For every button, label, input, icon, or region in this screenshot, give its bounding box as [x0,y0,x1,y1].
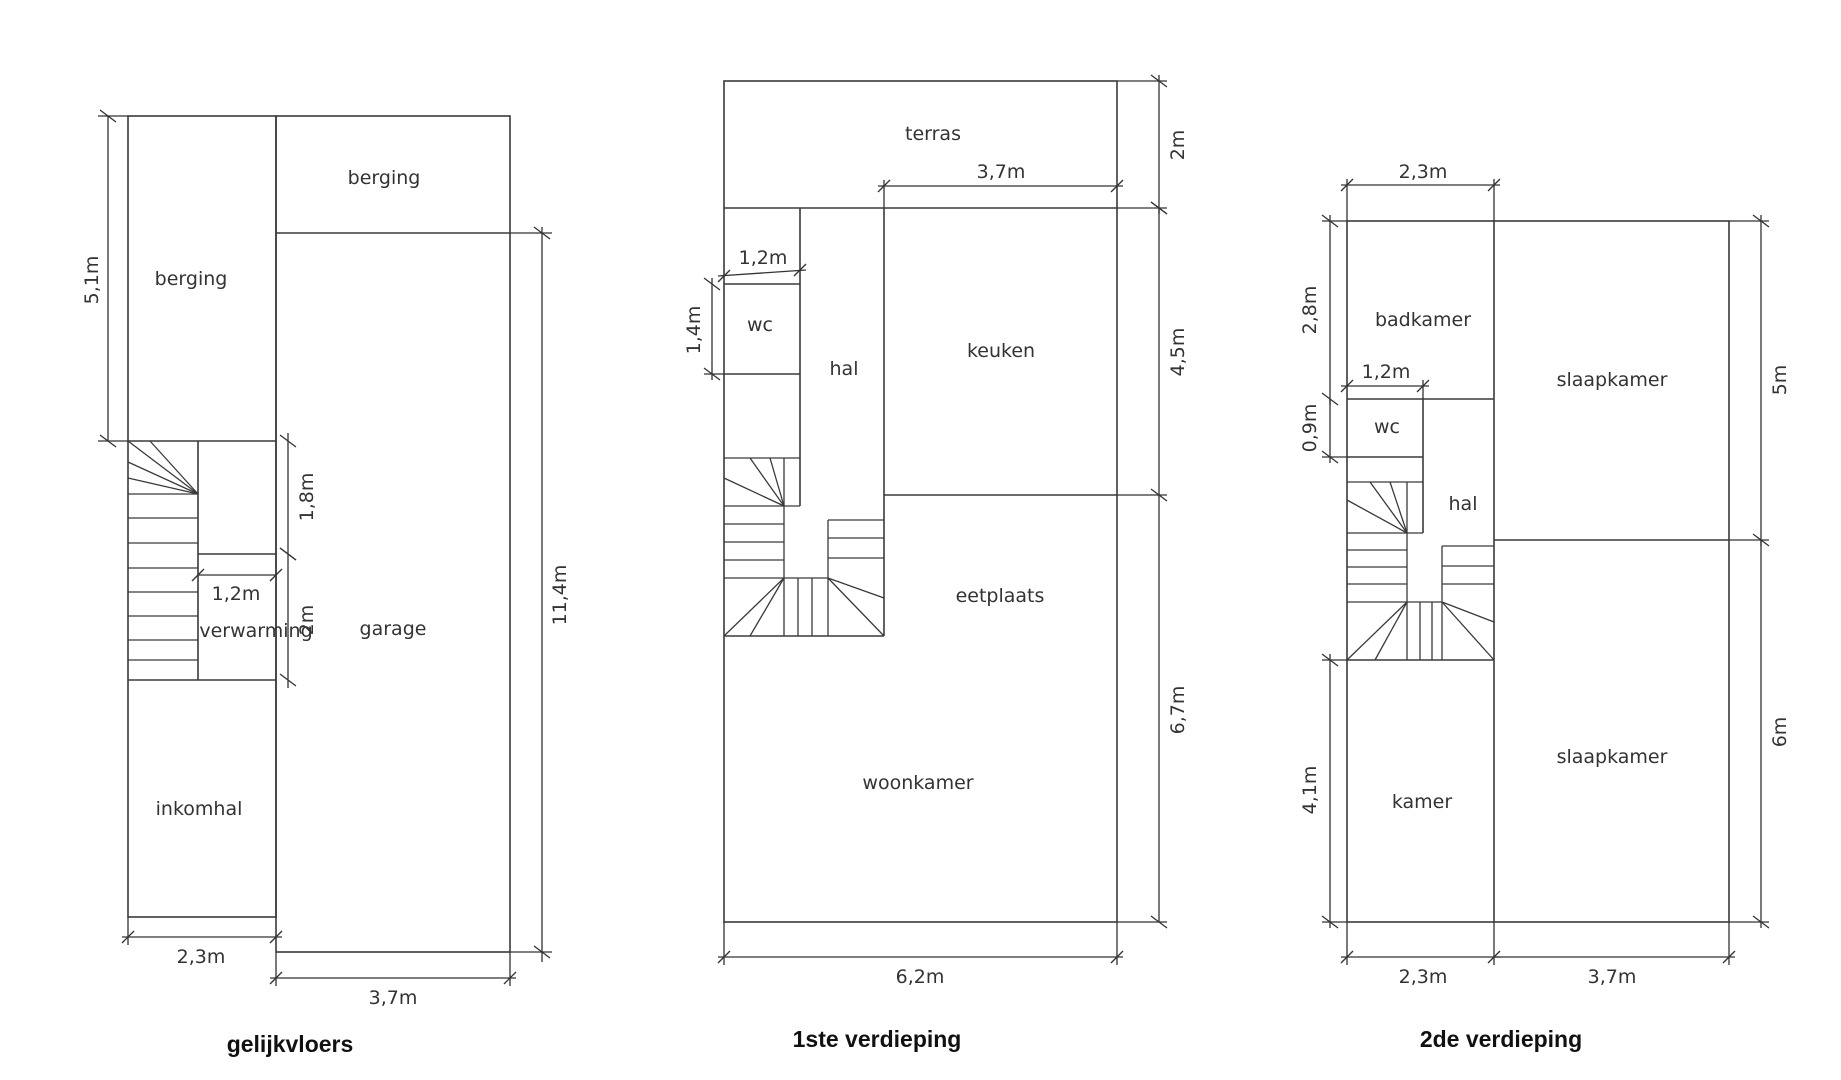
second-outer-wall [1346,220,1730,923]
floor-plan-second: badkamer wc hal slaapkamer slaapkamer ka… [1299,161,1791,1052]
first-dim-height-terras: 2m [1117,74,1189,215]
svg-text:2,3m: 2,3m [177,946,226,968]
first-dim-width-keuken: 3,7m [877,161,1124,208]
svg-text:3,7m: 3,7m [369,987,418,1009]
second-dim-height-wc: 0,9m [1299,399,1347,464]
second-room-slaapkamer-top: slaapkamer [1557,369,1668,391]
second-dim-width-right: 3,7m [1494,922,1736,988]
second-dim-width-badkamer: 2,3m [1340,161,1501,221]
second-dim-width-wc: 1,2m [1340,361,1430,399]
ground-dim-height-verwarming: 2m [279,547,318,688]
svg-text:5,1m: 5,1m [81,256,103,305]
ground-room-berging-top: berging [348,167,421,189]
ground-dim-width-garage: 3,7m [269,952,517,1009]
svg-text:6m: 6m [1769,717,1791,748]
first-room-eetplaats: eetplaats [956,585,1045,607]
second-room-kamer: kamer [1392,791,1453,813]
floor-plan-ground: berging berging verwarming garage inkomh… [81,109,571,1057]
first-room-keuken: keuken [967,340,1035,362]
ground-room-inkomhal: inkomhal [156,798,243,820]
svg-text:4,5m: 4,5m [1167,328,1189,377]
first-dim-width-total: 6,2m [717,922,1124,988]
svg-text:3,7m: 3,7m [1588,966,1637,988]
svg-text:1,2m: 1,2m [212,583,261,605]
ground-room-garage: garage [360,618,427,640]
first-room-terras: terras [905,123,961,145]
ground-room-verwarming: verwarming [199,620,312,642]
svg-text:3,7m: 3,7m [977,161,1026,183]
second-room-hal: hal [1449,493,1478,515]
ground-left-column [127,115,277,918]
svg-text:6,7m: 6,7m [1167,686,1189,735]
second-dim-height-kamer: 4,1m [1299,653,1347,929]
ground-room-berging-left: berging [155,268,228,290]
second-staircase [1346,481,1495,661]
svg-text:1,2m: 1,2m [739,247,788,269]
svg-text:2,8m: 2,8m [1299,286,1321,335]
svg-text:2,3m: 2,3m [1399,966,1448,988]
ground-dim-height-stair-top: 1,8m [279,433,318,561]
ground-dim-width-left: 2,3m [121,917,283,968]
svg-text:4,1m: 4,1m [1299,766,1321,815]
second-room-badkamer: badkamer [1375,309,1471,331]
caption-ground-floor: gelijkvloers [227,1031,354,1057]
svg-text:2m: 2m [296,605,318,636]
svg-text:5m: 5m [1769,365,1791,396]
svg-text:11,4m: 11,4m [549,565,571,626]
second-dim-height-slaap-bottom: 6m [1729,540,1791,929]
first-dim-width-wc: 1,2m [717,247,807,283]
first-dim-height-woon: 6,7m [1117,495,1189,929]
first-dim-height-wc: 1,4m [683,277,724,381]
caption-first-floor: 1ste verdieping [793,1026,962,1052]
floor-plan-first: terras wc hal keuken eetplaats woonkamer… [683,74,1189,1052]
ground-right-column [275,115,511,953]
svg-text:6,2m: 6,2m [896,966,945,988]
first-staircase [723,457,885,637]
svg-text:2,3m: 2,3m [1399,161,1448,183]
svg-text:1,4m: 1,4m [683,306,705,355]
svg-text:1,8m: 1,8m [296,473,318,522]
ground-dim-height-total: 11,4m [510,226,571,962]
svg-text:1,2m: 1,2m [1362,361,1411,383]
second-dim-height-slaap-top: 5m [1729,214,1791,547]
second-dim-height-badkamer: 2,8m [1299,214,1347,406]
first-room-hal: hal [830,358,859,380]
second-room-wc: wc [1374,416,1400,438]
first-room-wc: wc [747,314,773,336]
caption-second-floor: 2de verdieping [1420,1026,1582,1052]
ground-staircase [127,440,199,661]
second-room-slaapkamer-bottom: slaapkamer [1557,746,1668,768]
first-room-woonkamer: woonkamer [862,772,973,794]
ground-dim-width-verwarming: 1,2m [191,568,283,605]
first-outer-wall [723,80,1118,923]
svg-text:2m: 2m [1167,130,1189,161]
svg-text:0,9m: 0,9m [1299,404,1321,453]
ground-dim-height-berging: 5,1m [81,109,128,448]
first-dim-height-keuken: 4,5m [1117,201,1189,502]
second-dim-width-left: 2,3m [1340,922,1501,988]
